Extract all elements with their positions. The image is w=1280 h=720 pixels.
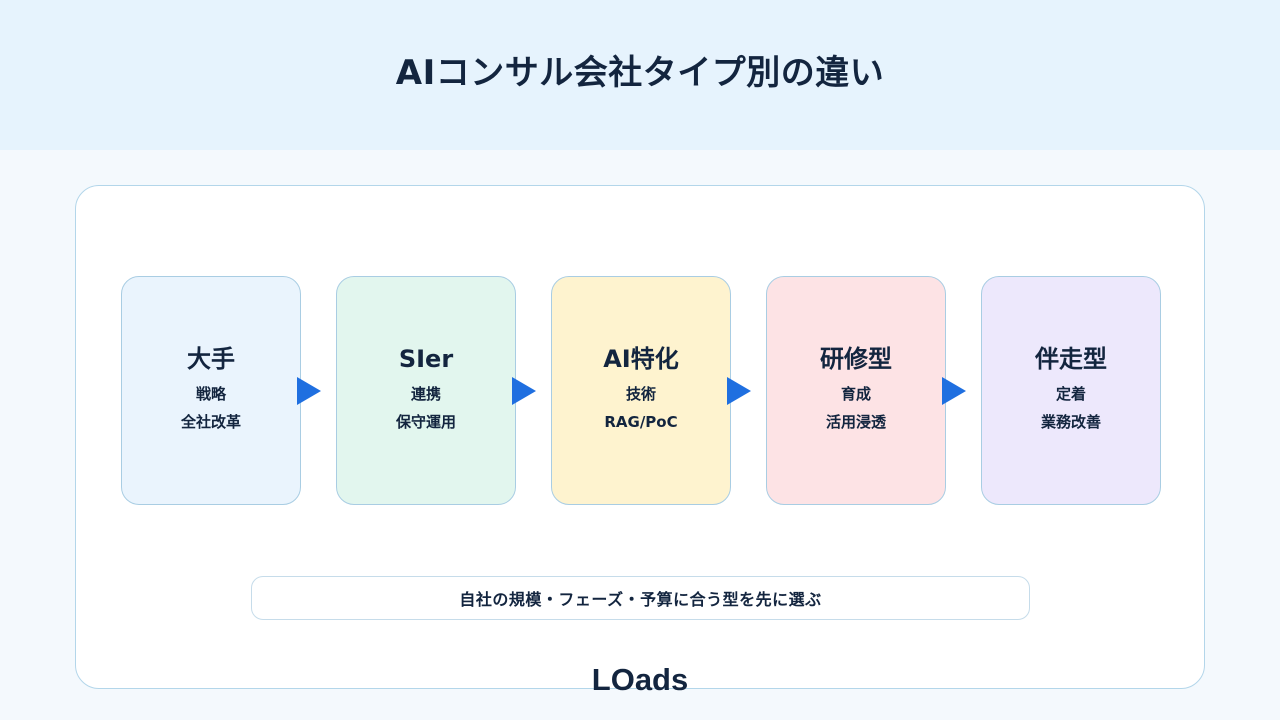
brand-logo: LOads [591,662,689,697]
card-sier: SIer 連携 保守運用 [336,276,516,505]
arrow-right-icon [727,377,751,405]
card-title: 大手 [187,344,235,373]
page-title: AIコンサル会社タイプ別の違い [395,52,885,93]
card-ai-specialist: AI特化 技術 RAG/PoC [551,276,731,505]
arrow-right-icon [942,377,966,405]
arrow-right-icon [297,377,321,405]
card-line: 連携 [410,384,441,403]
card-line: 定着 [1055,384,1086,403]
card-large-firm: 大手 戦略 全社改革 [121,276,301,505]
card-line: RAG/PoC [604,412,678,431]
card-line: 保守運用 [395,412,456,431]
card-line: 戦略 [195,384,226,403]
summary-note-text: 自社の規模・フェーズ・予算に合う型を先に選ぶ [459,590,822,609]
card-title: SIer [398,344,454,373]
card-training: 研修型 育成 活用浸透 [766,276,946,505]
summary-note: 自社の規模・フェーズ・予算に合う型を先に選ぶ [251,576,1030,620]
card-line: 技術 [625,384,656,403]
card-line: 全社改革 [180,412,241,431]
card-hands-on: 伴走型 定着 業務改善 [981,276,1161,505]
arrow-right-icon [512,377,536,405]
card-line: 活用浸透 [825,412,886,431]
card-title: 伴走型 [1035,344,1107,373]
card-line: 育成 [840,384,871,403]
card-title: 研修型 [820,344,892,373]
card-line: 業務改善 [1040,412,1101,431]
header-banner: AIコンサル会社タイプ別の違い [0,0,1280,150]
card-title: AI特化 [603,344,679,373]
